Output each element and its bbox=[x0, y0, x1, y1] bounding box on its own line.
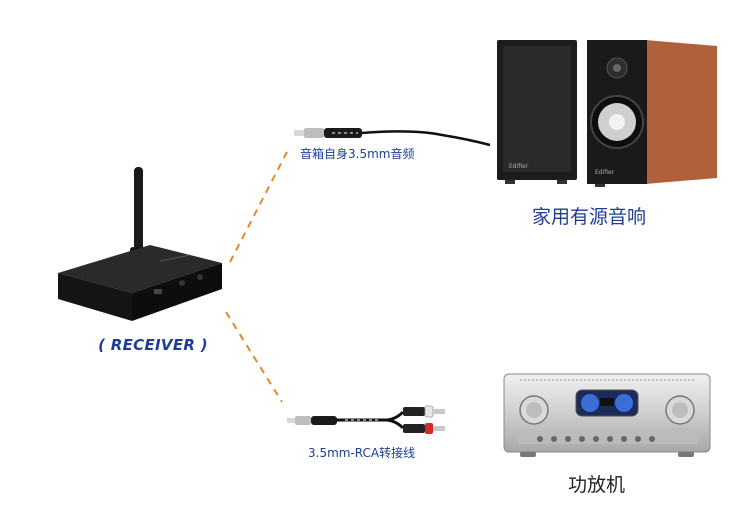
aux-cable-top bbox=[294, 128, 491, 147]
speakers-image: Edifier Edifier bbox=[497, 40, 717, 187]
amplifier-label: 功放机 bbox=[568, 474, 626, 496]
connector-top-line bbox=[229, 149, 289, 263]
rca-cable-label: 3.5mm-RCA转接线 bbox=[308, 446, 416, 460]
aux-cable-top-label: 音箱自身3.5mm音频 bbox=[300, 147, 415, 161]
rca-cable bbox=[287, 405, 445, 434]
svg-text:Edifier: Edifier bbox=[595, 169, 615, 176]
receiver-label: ( RECEIVER ) bbox=[98, 336, 208, 354]
amplifier-image bbox=[503, 373, 711, 457]
svg-text:Edifier: Edifier bbox=[509, 163, 529, 170]
receiver-device bbox=[58, 167, 222, 321]
speakers-label: 家用有源音响 bbox=[532, 206, 647, 228]
connector-bottom-line bbox=[225, 311, 283, 403]
